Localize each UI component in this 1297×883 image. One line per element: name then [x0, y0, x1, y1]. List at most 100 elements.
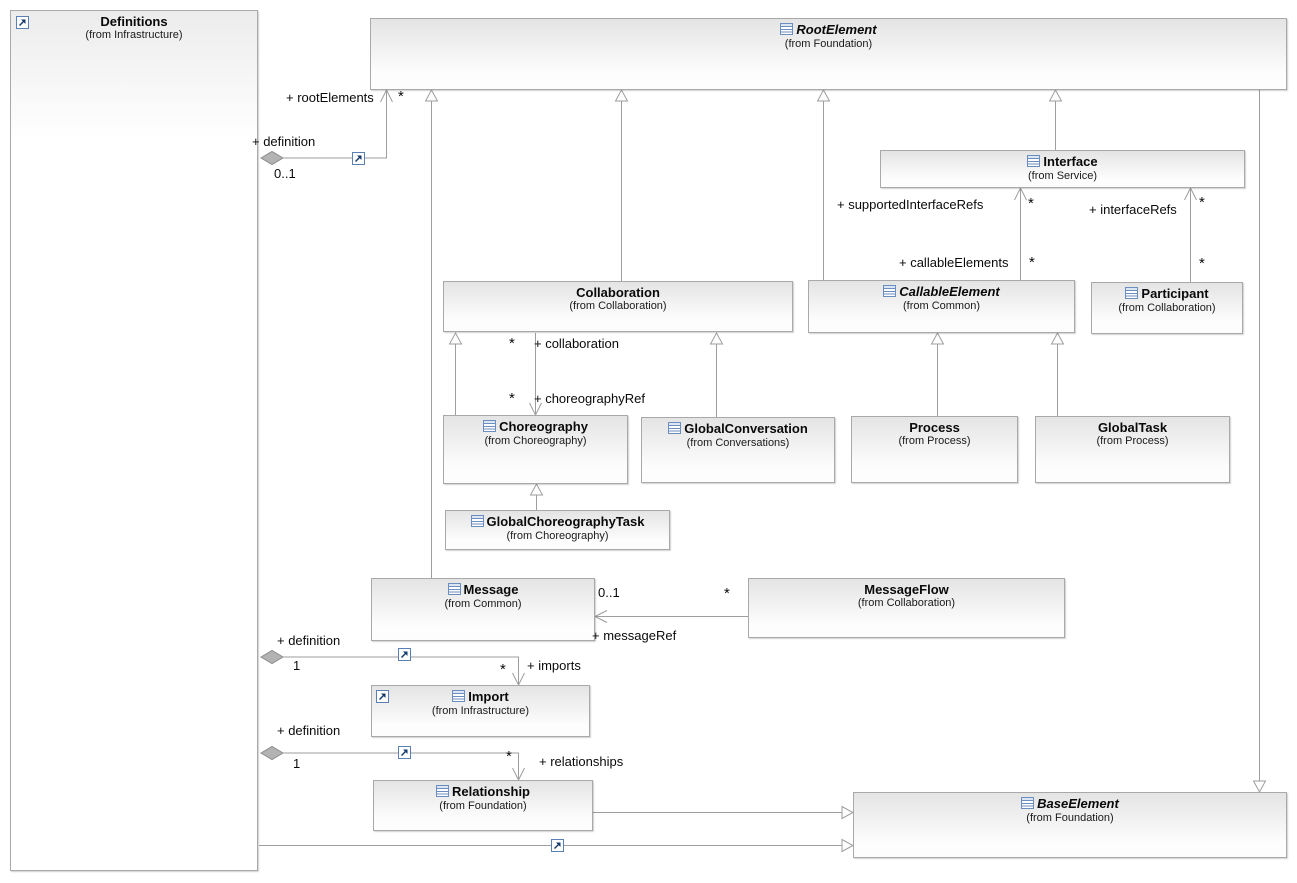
- class-package: (from Conversations): [686, 437, 790, 449]
- class-title: RootElement: [796, 22, 877, 37]
- class-box-root-element[interactable]: RootElement (from Foundation): [370, 18, 1287, 90]
- multiplicity-interface-refs-top: *: [1199, 194, 1205, 211]
- class-title: Message: [463, 582, 519, 597]
- class-box-message-flow[interactable]: MessageFlow (from Collaboration): [748, 578, 1065, 638]
- class-title: Choreography: [499, 419, 588, 434]
- generalization-callableelement-rootelement: [816, 88, 831, 280]
- class-package: (from Infrastructure): [85, 29, 183, 41]
- generalization-rootelement-baseelement: [1252, 90, 1267, 794]
- class-title: Definitions: [100, 14, 168, 29]
- class-package: (from Choreography): [484, 435, 587, 447]
- multiplicity-definition-3: 1: [293, 756, 301, 771]
- navigate-icon[interactable]: [16, 16, 29, 34]
- generalization-collaboration-rootelement: [614, 88, 629, 281]
- assoc-label-definition-3: + definition: [277, 723, 341, 738]
- class-box-process[interactable]: Process (from Process): [851, 416, 1018, 483]
- class-package: (from Collaboration): [1118, 302, 1216, 314]
- multiplicity-choreography-ref: *: [509, 390, 515, 407]
- assoc-label-relationships: + relationships: [539, 754, 624, 769]
- assoc-label-callable-elements: + callableElements: [899, 255, 1009, 270]
- class-package: (from Infrastructure): [431, 705, 530, 717]
- generalization-globalconversation-collaboration: [709, 331, 724, 417]
- multiplicity-message-ref-target: 0..1: [598, 585, 620, 600]
- generalization-globaltask-callableelement: [1050, 331, 1065, 416]
- multiplicity-callable-elements: *: [1029, 254, 1035, 271]
- navigate-icon[interactable]: [551, 839, 564, 852]
- assoc-label-root-elements: + rootElements: [286, 90, 374, 105]
- class-title: GlobalConversation: [684, 421, 808, 436]
- multiplicity-imports: *: [500, 661, 506, 678]
- class-title: Participant: [1141, 286, 1209, 301]
- class-icon: [470, 515, 484, 530]
- class-box-callable-element[interactable]: CallableElement (from Common): [808, 280, 1075, 333]
- class-title: Interface: [1043, 154, 1098, 169]
- assoc-label-choreography-ref: + choreographyRef: [534, 391, 645, 406]
- generalization-globalchoreographytask-choreography: [529, 482, 544, 510]
- navigate-icon[interactable]: [376, 690, 389, 708]
- multiplicity-collaboration: *: [509, 335, 515, 352]
- class-icon: [1125, 287, 1139, 302]
- generalization-definitions-baseelement: [259, 838, 855, 853]
- class-package: (from Common): [444, 598, 522, 610]
- assoc-label-definition-1: + definition: [252, 134, 316, 149]
- multiplicity-root-elements: *: [398, 88, 404, 105]
- class-package: (from Foundation): [1026, 812, 1114, 824]
- generalization-message-rootelement: [424, 88, 439, 578]
- class-package: (from Choreography): [506, 530, 609, 542]
- class-package: (from Process): [898, 435, 971, 447]
- class-box-global-conversation[interactable]: GlobalConversation (from Conversations): [641, 417, 835, 483]
- class-icon: [1027, 155, 1041, 170]
- class-package: (from Foundation): [784, 38, 873, 50]
- class-title: MessageFlow: [864, 582, 949, 597]
- class-icon: [780, 23, 794, 38]
- class-title: Collaboration: [576, 285, 660, 300]
- assoc-label-collaboration: + collaboration: [534, 336, 619, 351]
- class-icon: [668, 422, 682, 437]
- class-package: (from Service): [1027, 170, 1098, 182]
- multiplicity-supported-interface-refs: *: [1028, 195, 1034, 212]
- class-icon: [483, 420, 497, 435]
- class-title: CallableElement: [899, 284, 1000, 299]
- class-box-global-choreography-task[interactable]: GlobalChoreographyTask (from Choreograph…: [445, 510, 670, 550]
- association-definitions-relationships: [260, 745, 525, 781]
- association-participant-interfacerefs: [1184, 187, 1197, 282]
- class-box-global-task[interactable]: GlobalTask (from Process): [1035, 416, 1230, 483]
- assoc-label-message-ref: + messageRef: [592, 628, 677, 643]
- class-box-message[interactable]: Message (from Common): [371, 578, 595, 641]
- class-box-definitions[interactable]: Definitions (from Infrastructure): [10, 10, 258, 871]
- class-box-import[interactable]: Import (from Infrastructure): [371, 685, 590, 737]
- class-package: (from Foundation): [439, 800, 527, 812]
- class-box-base-element[interactable]: BaseElement (from Foundation): [853, 792, 1287, 858]
- class-icon: [447, 583, 461, 598]
- class-package: (from Collaboration): [569, 300, 667, 312]
- class-box-participant[interactable]: Participant (from Collaboration): [1091, 282, 1243, 334]
- class-icon: [883, 285, 897, 300]
- multiplicity-interface-refs-bottom: *: [1199, 255, 1205, 272]
- navigate-icon[interactable]: [352, 152, 365, 165]
- multiplicity-definition-2: 1: [293, 658, 301, 673]
- class-icon: [452, 690, 466, 705]
- class-title: GlobalChoreographyTask: [486, 514, 645, 529]
- class-title: Process: [909, 420, 960, 435]
- class-box-relationship[interactable]: Relationship (from Foundation): [373, 780, 593, 831]
- association-definitions-imports: [260, 649, 525, 686]
- navigate-icon[interactable]: [398, 648, 411, 661]
- navigate-icon[interactable]: [398, 746, 411, 759]
- association-definitions-rootelements: [260, 89, 393, 166]
- generalization-process-callableelement: [930, 331, 945, 416]
- class-title: BaseElement: [1037, 796, 1119, 811]
- class-box-interface[interactable]: Interface (from Service): [880, 150, 1245, 188]
- association-callableelement-supportedinterfacerefs: [1014, 187, 1027, 280]
- class-box-collaboration[interactable]: Collaboration (from Collaboration): [443, 281, 793, 332]
- generalization-relationship-baseelement: [593, 805, 855, 820]
- class-box-choreography[interactable]: Choreography (from Choreography): [443, 415, 628, 484]
- assoc-label-definition-2: + definition: [277, 633, 341, 648]
- assoc-label-supported-interface-refs: + supportedInterfaceRefs: [837, 197, 984, 212]
- class-package: (from Collaboration): [857, 597, 956, 609]
- association-collaboration-choreographyref: [529, 333, 542, 416]
- class-title: Relationship: [451, 784, 530, 799]
- class-package: (from Process): [1096, 435, 1169, 447]
- class-title: GlobalTask: [1097, 420, 1168, 435]
